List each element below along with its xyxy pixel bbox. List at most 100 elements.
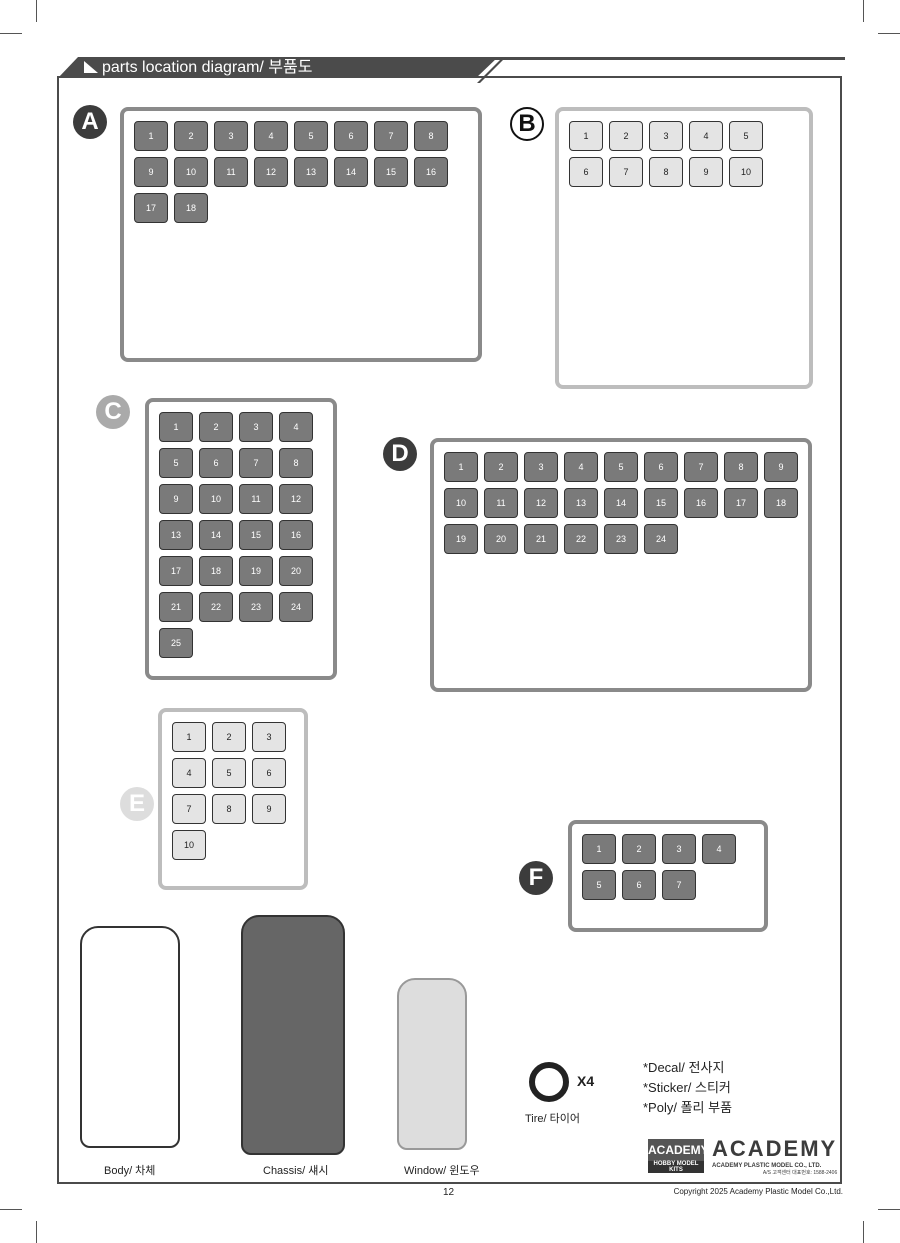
sprue-label-d: D: [383, 437, 417, 471]
part-number: 5: [308, 130, 314, 141]
header-rule: [490, 57, 845, 60]
part-number: 4: [268, 130, 274, 141]
part: 8: [414, 121, 448, 151]
part: 5: [604, 452, 638, 482]
part-number: 2: [226, 731, 232, 742]
part-number: 19: [250, 565, 261, 576]
part-number: 7: [698, 461, 704, 472]
part-number: 22: [575, 533, 586, 544]
logo-subtext: HOBBY MODEL KITS: [648, 1161, 704, 1173]
note-decal: *Decal/ 전사지: [643, 1060, 725, 1075]
part: 16: [684, 488, 718, 518]
part-number: 14: [345, 166, 356, 177]
part-number: 12: [290, 493, 301, 504]
part-number: 10: [455, 497, 466, 508]
part: 3: [524, 452, 558, 482]
part: 3: [252, 722, 286, 752]
part-number: 7: [623, 166, 629, 177]
part-number: 20: [495, 533, 506, 544]
part: 4: [279, 412, 313, 442]
part-number: 6: [636, 879, 642, 890]
window-caption: Window/ 윈도우: [404, 1165, 480, 1177]
part: 23: [239, 592, 273, 622]
part-number: 10: [183, 839, 194, 850]
part-number: 2: [636, 843, 642, 854]
tire-quantity: X4: [577, 1073, 595, 1089]
part: 13: [159, 520, 193, 550]
part-number: 1: [173, 421, 179, 432]
part: 23: [604, 524, 638, 554]
part-number: 14: [615, 497, 626, 508]
body-caption: Body/ 차체: [104, 1165, 156, 1177]
academy-logo: ACADEMY ACADEMY PLASTIC MODEL CO., LTD. …: [712, 1136, 837, 1177]
part: 5: [159, 448, 193, 478]
part: 16: [414, 157, 448, 187]
part: 6: [334, 121, 368, 151]
crop-mark: [0, 1209, 22, 1210]
part: 5: [294, 121, 328, 151]
part: 22: [199, 592, 233, 622]
note-poly: *Poly/ 폴리 부품: [643, 1100, 733, 1115]
part: 7: [172, 794, 206, 824]
part: 1: [444, 452, 478, 482]
part: 2: [484, 452, 518, 482]
window-illustration: [397, 978, 467, 1150]
part-number: 22: [210, 601, 221, 612]
part: 20: [279, 556, 313, 586]
part-number: 20: [290, 565, 301, 576]
part: 4: [254, 121, 288, 151]
part: 15: [239, 520, 273, 550]
part: 1: [569, 121, 603, 151]
part-number: 1: [148, 130, 154, 141]
part: 5: [212, 758, 246, 788]
part: 7: [684, 452, 718, 482]
part: 9: [134, 157, 168, 187]
academy-hobby-logo: ACADEMY HOBBY MODEL KITS: [648, 1139, 709, 1173]
part: 6: [622, 870, 656, 900]
part: 7: [609, 157, 643, 187]
part-number: 25: [170, 637, 181, 648]
part: 8: [279, 448, 313, 478]
part: 25: [159, 628, 193, 658]
part: 9: [159, 484, 193, 514]
part: 10: [444, 488, 478, 518]
part-number: 4: [578, 461, 584, 472]
part: 13: [294, 157, 328, 187]
part-number: 17: [170, 565, 181, 576]
part-number: 18: [185, 202, 196, 213]
part-number: 9: [703, 166, 709, 177]
chassis-illustration: [241, 915, 345, 1155]
part-number: 23: [615, 533, 626, 544]
part-number: 13: [305, 166, 316, 177]
part: 15: [374, 157, 408, 187]
part-number: 16: [695, 497, 706, 508]
part-number: 15: [655, 497, 666, 508]
part-number: 11: [251, 493, 261, 504]
part: 5: [729, 121, 763, 151]
crop-mark: [863, 1221, 864, 1243]
part: 15: [644, 488, 678, 518]
part: 14: [334, 157, 368, 187]
part-number: 1: [458, 461, 464, 472]
part: 2: [622, 834, 656, 864]
part-number: 16: [290, 529, 301, 540]
part: 1: [159, 412, 193, 442]
chassis-caption: Chassis/ 섀시: [263, 1165, 329, 1177]
section-title: parts location diagram/ 부품도: [102, 59, 313, 76]
part: 2: [199, 412, 233, 442]
part-number: 1: [596, 843, 602, 854]
part-number: 15: [385, 166, 396, 177]
part-number: 5: [618, 461, 624, 472]
part-number: 13: [575, 497, 586, 508]
part-number: 10: [740, 166, 751, 177]
part-number: 2: [498, 461, 504, 472]
part-number: 7: [676, 879, 682, 890]
part: 1: [134, 121, 168, 151]
part: 10: [172, 830, 206, 860]
part-number: 6: [213, 457, 219, 468]
logo-company: ACADEMY PLASTIC MODEL CO., LTD.: [712, 1163, 822, 1169]
part: 6: [252, 758, 286, 788]
